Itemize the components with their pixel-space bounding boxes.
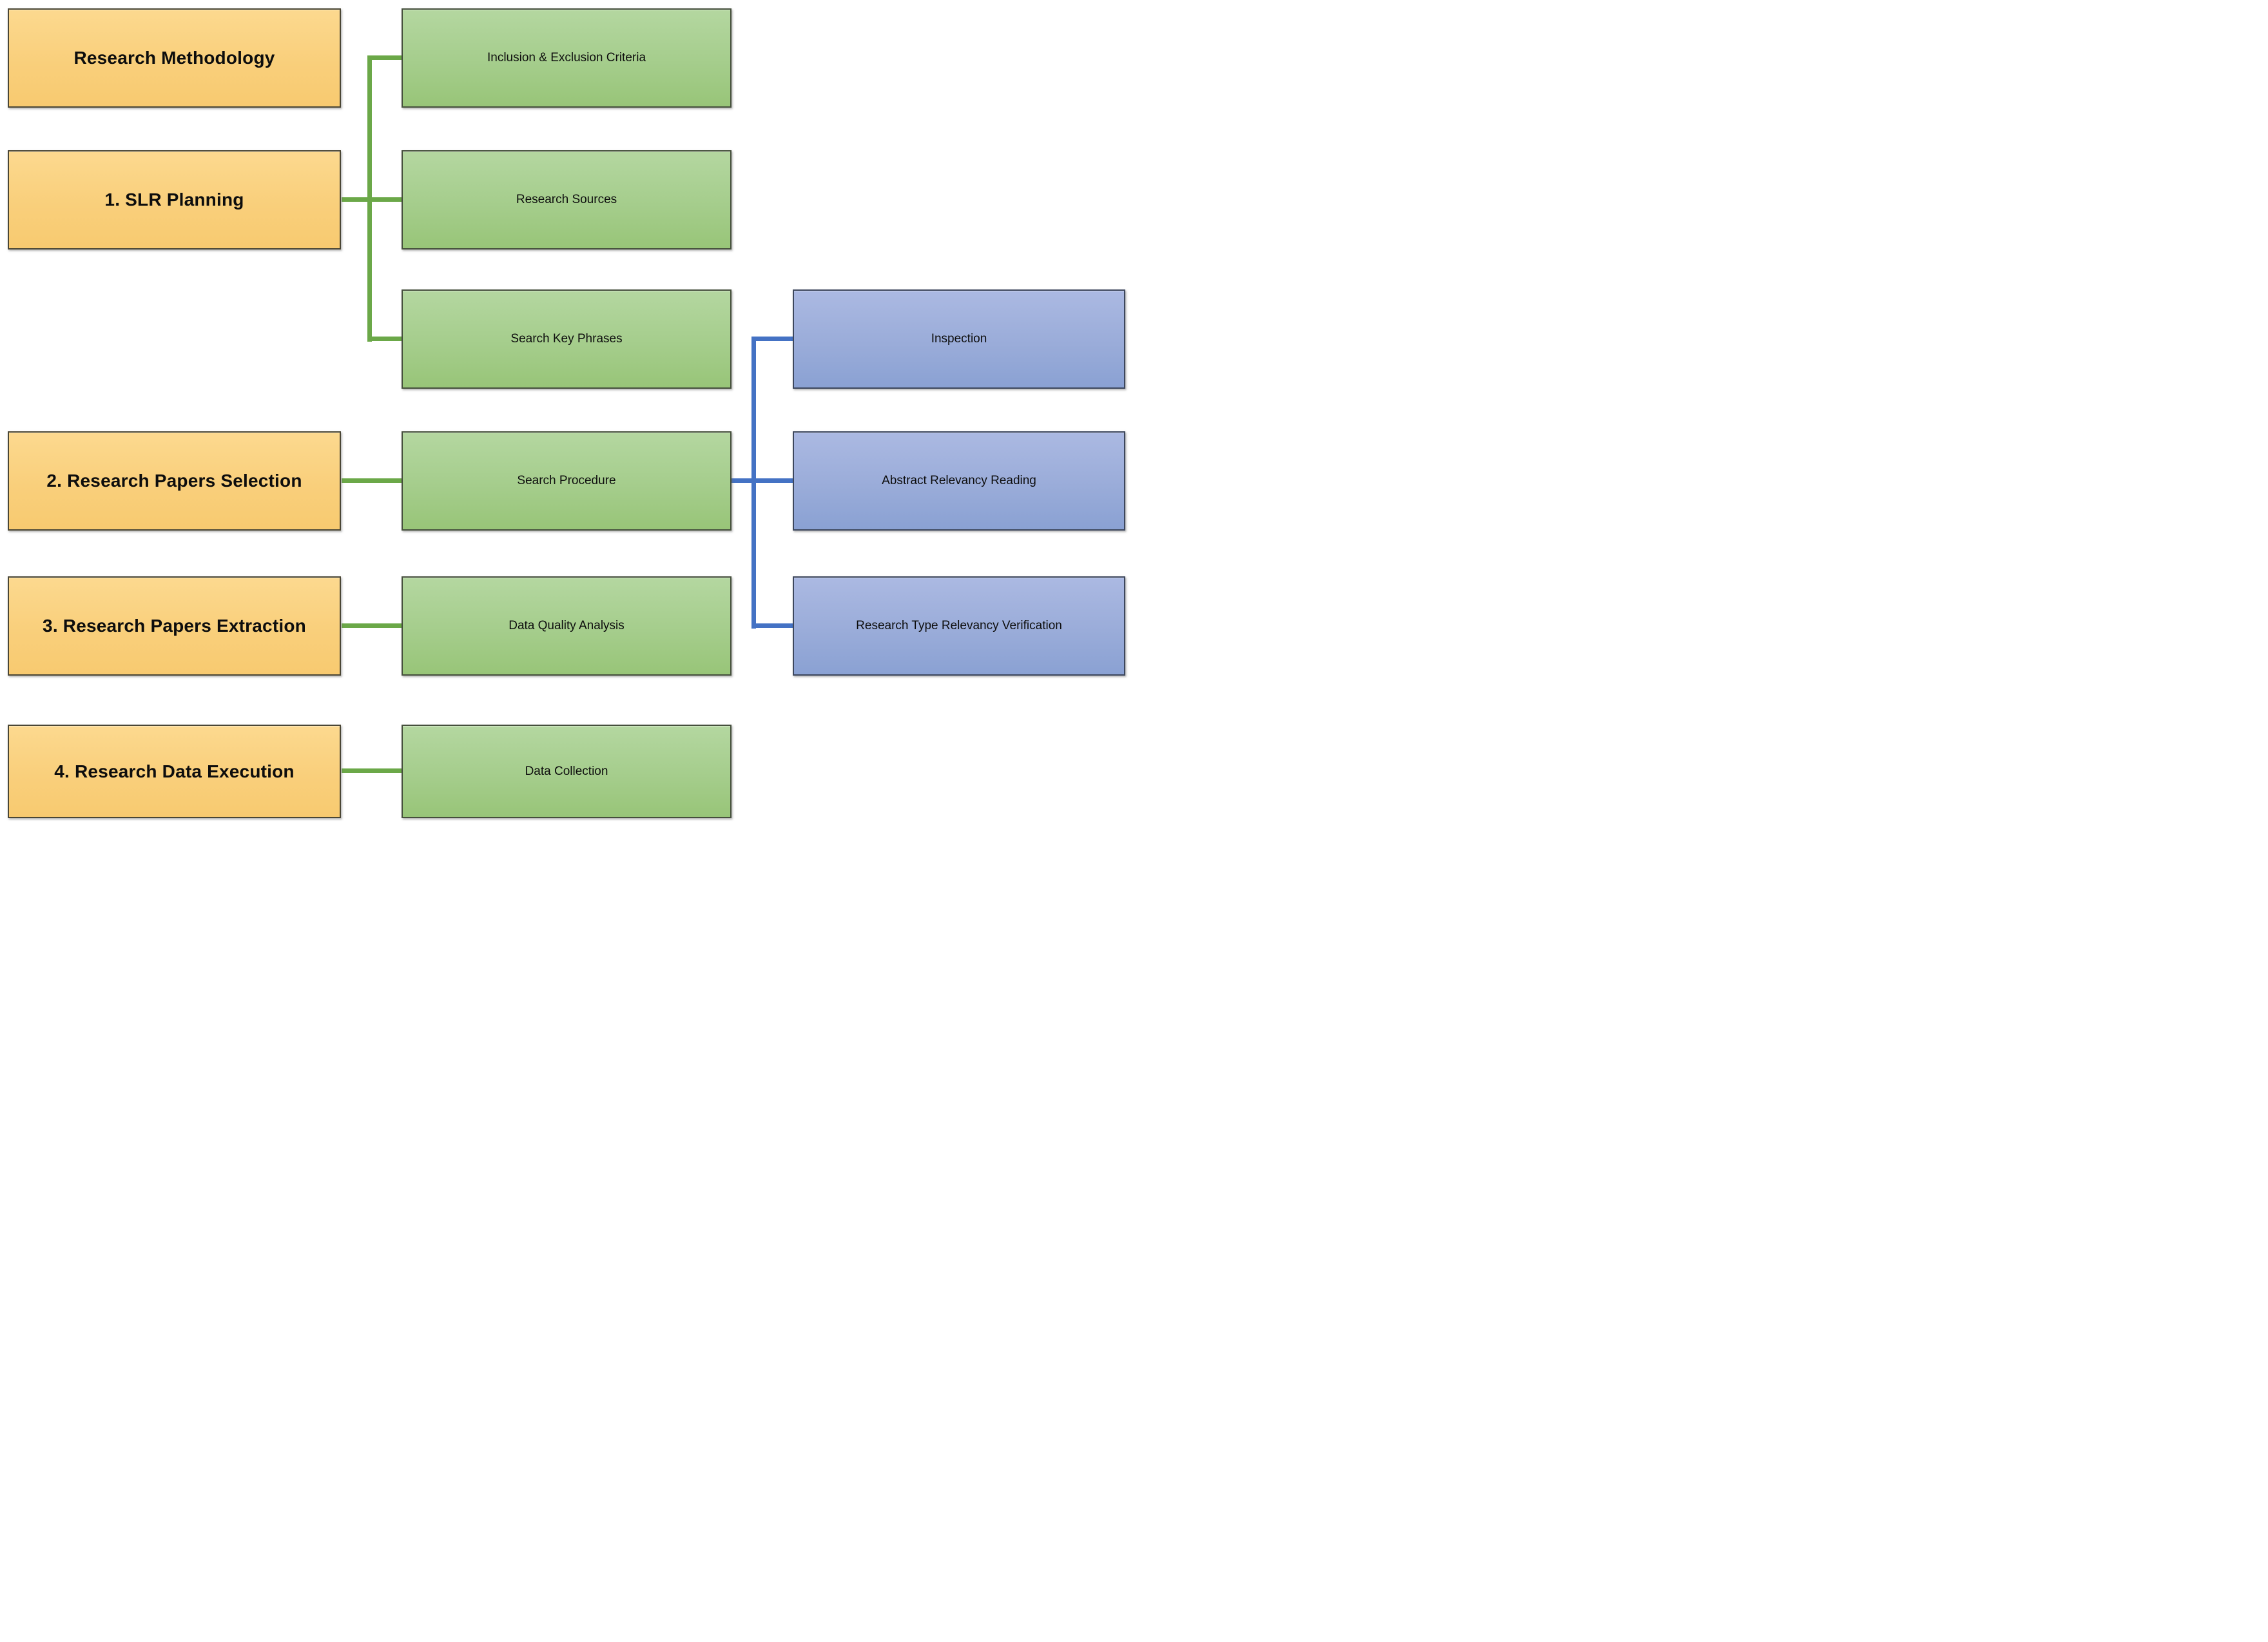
task-box-search-procedure: Search Procedure — [402, 431, 732, 531]
task-label: Research Sources — [516, 193, 617, 206]
slr-methodology-diagram: Research Methodology 1. SLR Planning 2. … — [0, 0, 1134, 821]
connector-data-execution-data-collection — [342, 768, 402, 773]
task-label: Inclusion & Exclusion Criteria — [487, 51, 646, 64]
stage-box-research-papers-extraction: 3. Research Papers Extraction — [8, 576, 341, 676]
task-box-data-collection: Data Collection — [402, 725, 732, 818]
stage-box-research-papers-selection: 2. Research Papers Selection — [8, 431, 341, 531]
subtask-label: Abstract Relevancy Reading — [882, 474, 1036, 487]
connector-papers-selection-search-procedure — [342, 478, 402, 483]
task-label: Data Collection — [525, 764, 608, 778]
stage-label: Research Methodology — [73, 48, 275, 68]
subtask-box-abstract-relevancy-reading: Abstract Relevancy Reading — [793, 431, 1125, 531]
stage-label: 1. SLR Planning — [104, 190, 244, 210]
stage-box-research-data-execution: 4. Research Data Execution — [8, 725, 341, 818]
task-box-data-quality-analysis: Data Quality Analysis — [402, 576, 732, 676]
task-label: Search Key Phrases — [510, 332, 623, 346]
connector-blue-branch-inspection — [751, 337, 793, 341]
subtask-label: Research Type Relevancy Verification — [856, 619, 1062, 632]
connector-green-branch-search-key-phrases — [367, 337, 402, 341]
connector-blue-branch-type-verification — [751, 623, 793, 628]
task-box-research-sources: Research Sources — [402, 150, 732, 249]
subtask-label: Inspection — [931, 332, 987, 346]
connector-search-procedure-abstract-reading — [732, 478, 793, 483]
task-box-inclusion-exclusion-criteria: Inclusion & Exclusion Criteria — [402, 8, 732, 108]
connector-papers-extraction-data-quality — [342, 623, 402, 628]
subtask-box-inspection: Inspection — [793, 289, 1125, 389]
stage-box-research-methodology: Research Methodology — [8, 8, 341, 108]
task-label: Search Procedure — [517, 474, 616, 487]
subtask-box-research-type-relevancy-verification: Research Type Relevancy Verification — [793, 576, 1125, 676]
stage-label: 3. Research Papers Extraction — [43, 616, 306, 636]
stage-label: 2. Research Papers Selection — [46, 471, 302, 491]
stage-label: 4. Research Data Execution — [54, 761, 295, 781]
connector-green-branch-inclusion-exclusion — [367, 55, 402, 60]
connector-slr-planning-research-sources — [342, 197, 402, 202]
stage-box-slr-planning: 1. SLR Planning — [8, 150, 341, 249]
task-label: Data Quality Analysis — [509, 619, 625, 632]
task-box-search-key-phrases: Search Key Phrases — [402, 289, 732, 389]
